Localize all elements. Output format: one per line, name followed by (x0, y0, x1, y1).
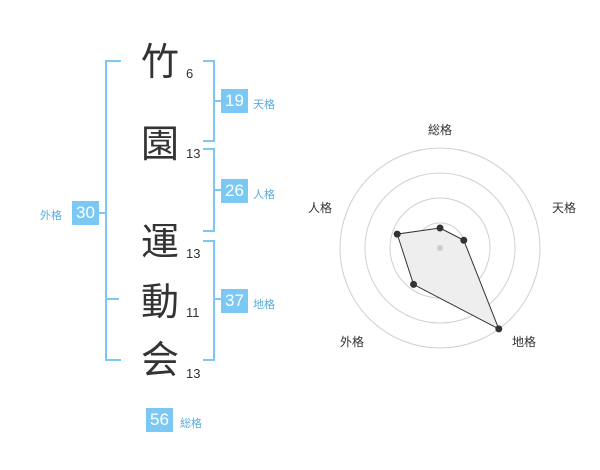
stroke-count-1: 6 (186, 66, 194, 81)
radar-point-4 (410, 280, 418, 288)
chikaku-connector (215, 298, 221, 300)
soukaku-value: 56 (146, 408, 173, 432)
jinkaku-value: 26 (221, 179, 248, 203)
radar-grid-ring (364, 172, 516, 324)
tenkaku-value: 19 (221, 89, 248, 113)
gaikaku-value: 30 (72, 201, 99, 225)
char-5: 会 (141, 338, 180, 382)
gaikaku-bracket (105, 60, 121, 361)
radar-axis-label-3: 地格 (512, 334, 536, 349)
stroke-count-4: 11 (186, 305, 200, 320)
gaikaku-connector (98, 212, 106, 214)
tenkaku-label: 天格 (253, 98, 275, 111)
radar-center-point (437, 245, 443, 251)
radar-point-2 (460, 236, 468, 244)
char-4: 動 (141, 280, 180, 324)
radar-axis-label-5: 人格 (308, 200, 332, 215)
radar-axis-label-4: 外格 (340, 334, 364, 349)
chikaku-bracket (203, 240, 215, 361)
char-2: 園 (141, 122, 180, 166)
radar-point-3 (495, 325, 503, 333)
radar-axis-label-2: 天格 (552, 200, 576, 215)
soukaku-label: 総格 (180, 417, 202, 430)
tenkaku-connector (215, 100, 221, 102)
stroke-count-5: 13 (186, 366, 201, 381)
char-1: 竹 (141, 40, 180, 84)
stroke-count-3: 13 (186, 246, 201, 261)
chikaku-value: 37 (221, 289, 248, 313)
gaikaku-bracket-mid-tick (105, 298, 119, 300)
jinkaku-connector (215, 189, 221, 191)
chikaku-label: 地格 (253, 298, 275, 311)
jinkaku-label: 人格 (253, 188, 275, 201)
stroke-count-2: 13 (186, 146, 201, 161)
radar-polygon (396, 227, 500, 330)
radar-grid-ring (339, 147, 541, 349)
gaikaku-label: 外格 (40, 209, 62, 222)
jinkaku-bracket (203, 148, 215, 232)
radar-point-1 (436, 224, 444, 232)
radar-point-5 (393, 230, 401, 238)
tenkaku-bracket (203, 60, 215, 142)
char-3: 運 (141, 220, 180, 264)
radar-axis-label-1: 総格 (428, 122, 452, 137)
